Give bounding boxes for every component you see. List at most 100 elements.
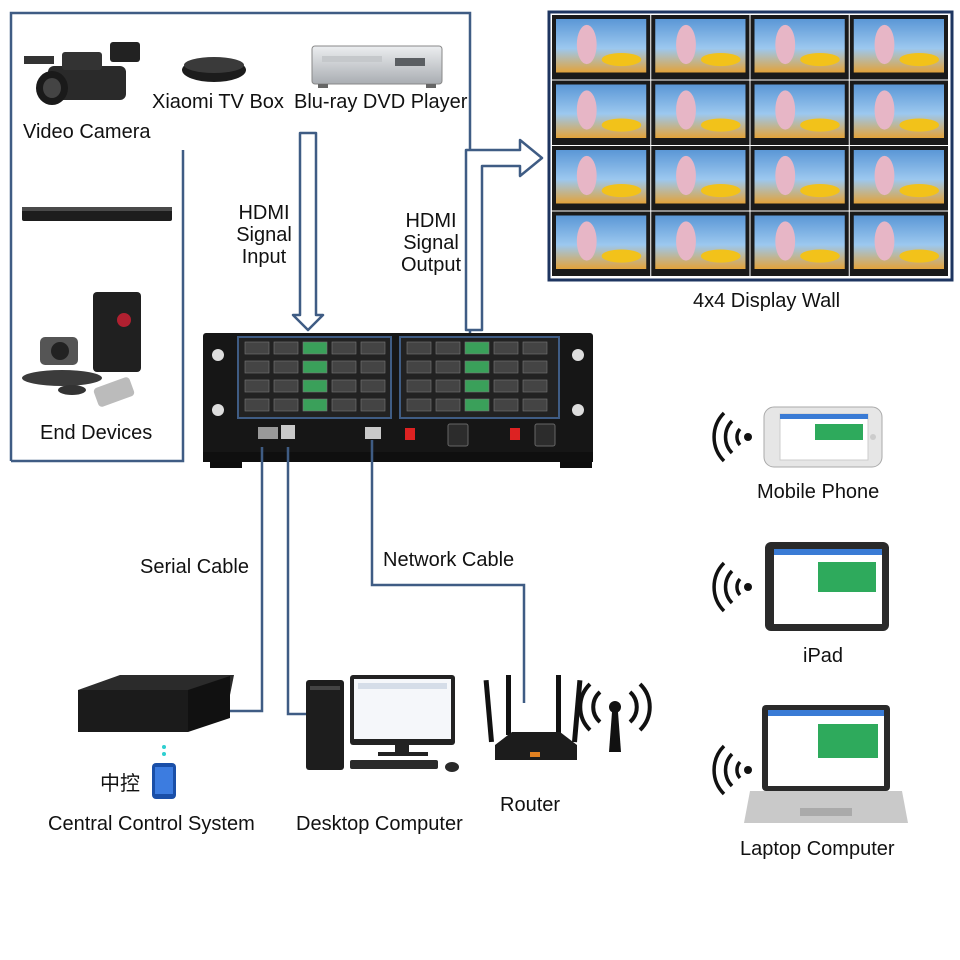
switcher-port [406,341,432,355]
mobile-phone-label: Mobile Phone [757,481,880,503]
switcher-port [331,341,357,355]
network-cable-label: Network Cable [383,549,515,571]
display-wall [547,10,954,282]
central-control-server-icon [78,675,234,732]
mobile-wifi-icon [712,411,752,463]
switcher-port [331,379,357,393]
display-screen-tile [750,211,849,276]
mobile-phone-icon [763,406,883,468]
tablet-controller-icon [152,745,176,799]
conference-devices-icon [22,292,141,407]
switcher-port [493,360,519,374]
wifi-antenna-icon [578,682,652,752]
switcher-port [273,341,299,355]
bluray-label: Blu-ray DVD Player [294,91,468,113]
laptop-icon [744,705,908,823]
switcher-port [273,398,299,412]
laptop-computer-label: Laptop Computer [740,838,895,860]
dvd-player-icon [22,207,172,221]
hdmi-output-line-3: Output [400,254,462,276]
serial-cable-2 [286,447,310,716]
display-screen-tile [552,15,651,80]
display-wall-label: 4x4 Display Wall [693,290,841,312]
display-screen-tile [849,15,948,80]
switcher-port [360,341,386,355]
switcher-port [360,398,386,412]
switcher-port [244,360,270,374]
desktop-computer-label: Desktop Computer [296,813,463,835]
switcher-port [273,379,299,393]
ipad-label: iPad [803,645,844,667]
switcher-port [302,341,328,355]
switcher-port [302,379,328,393]
hdmi-output-label: HDMI Signal Output [393,210,469,276]
switcher-port [302,360,328,374]
display-screen-tile [651,211,750,276]
switcher-port [331,360,357,374]
display-screen-tile [750,15,849,80]
switcher-port [464,360,490,374]
switcher-port [522,360,548,374]
switcher-port [331,398,357,412]
display-screen-tile [552,146,651,211]
hdmi-input-arrow [291,131,325,332]
end-devices-label: End Devices [40,422,153,444]
switcher-port [522,379,548,393]
switcher-port [244,341,270,355]
video-camera-label: Video Camera [23,121,151,143]
ipad-wifi-icon [712,561,752,613]
hdmi-input-label: HDMI Signal Input [226,202,302,268]
hdmi-output-arrow [464,138,544,332]
switcher-port [435,360,461,374]
display-screen-tile [849,146,948,211]
tv-box-label: Xiaomi TV Box [152,91,284,113]
switcher-port [522,341,548,355]
switcher-port [244,379,270,393]
switcher-port [244,398,270,412]
switcher-port [435,398,461,412]
central-control-cn-label: 中控 [100,773,140,795]
switcher-port [273,360,299,374]
switcher-port [464,398,490,412]
switcher-port [360,379,386,393]
matrix-switcher [203,333,593,468]
display-screen-tile [849,80,948,145]
hdmi-input-line-3: Input [241,246,287,268]
display-screen-tile [651,146,750,211]
display-screen-tile [750,146,849,211]
switcher-port [464,379,490,393]
central-control-label: Central Control System [48,813,255,835]
switcher-port [493,379,519,393]
hdmi-input-line-2: Signal [236,224,292,246]
switcher-port [464,341,490,355]
switcher-port [435,379,461,393]
switcher-port [406,360,432,374]
hdmi-output-line-2: Signal [403,232,459,254]
laptop-wifi-icon [712,744,752,796]
switcher-port [493,398,519,412]
switcher-port [406,379,432,393]
display-screen-tile [552,80,651,145]
tv-box-icon [182,57,246,82]
video-camera-icon [24,42,140,105]
hdmi-output-line-1: HDMI [405,210,457,232]
router-label: Router [500,794,561,816]
display-screen-tile [552,211,651,276]
switcher-port [435,341,461,355]
display-screen-tile [750,80,849,145]
display-screen-tile [651,80,750,145]
switcher-port [302,398,328,412]
switcher-port [406,398,432,412]
serial-cable-1 [227,447,264,713]
bluray-player-icon [311,45,443,88]
switcher-port [493,341,519,355]
switcher-port [360,360,386,374]
desktop-computer-icon [306,675,459,772]
switcher-port [522,398,548,412]
ipad-icon [765,542,889,631]
serial-cable-label: Serial Cable [140,556,249,578]
network-cable [370,440,526,703]
display-screen-tile [651,15,750,80]
